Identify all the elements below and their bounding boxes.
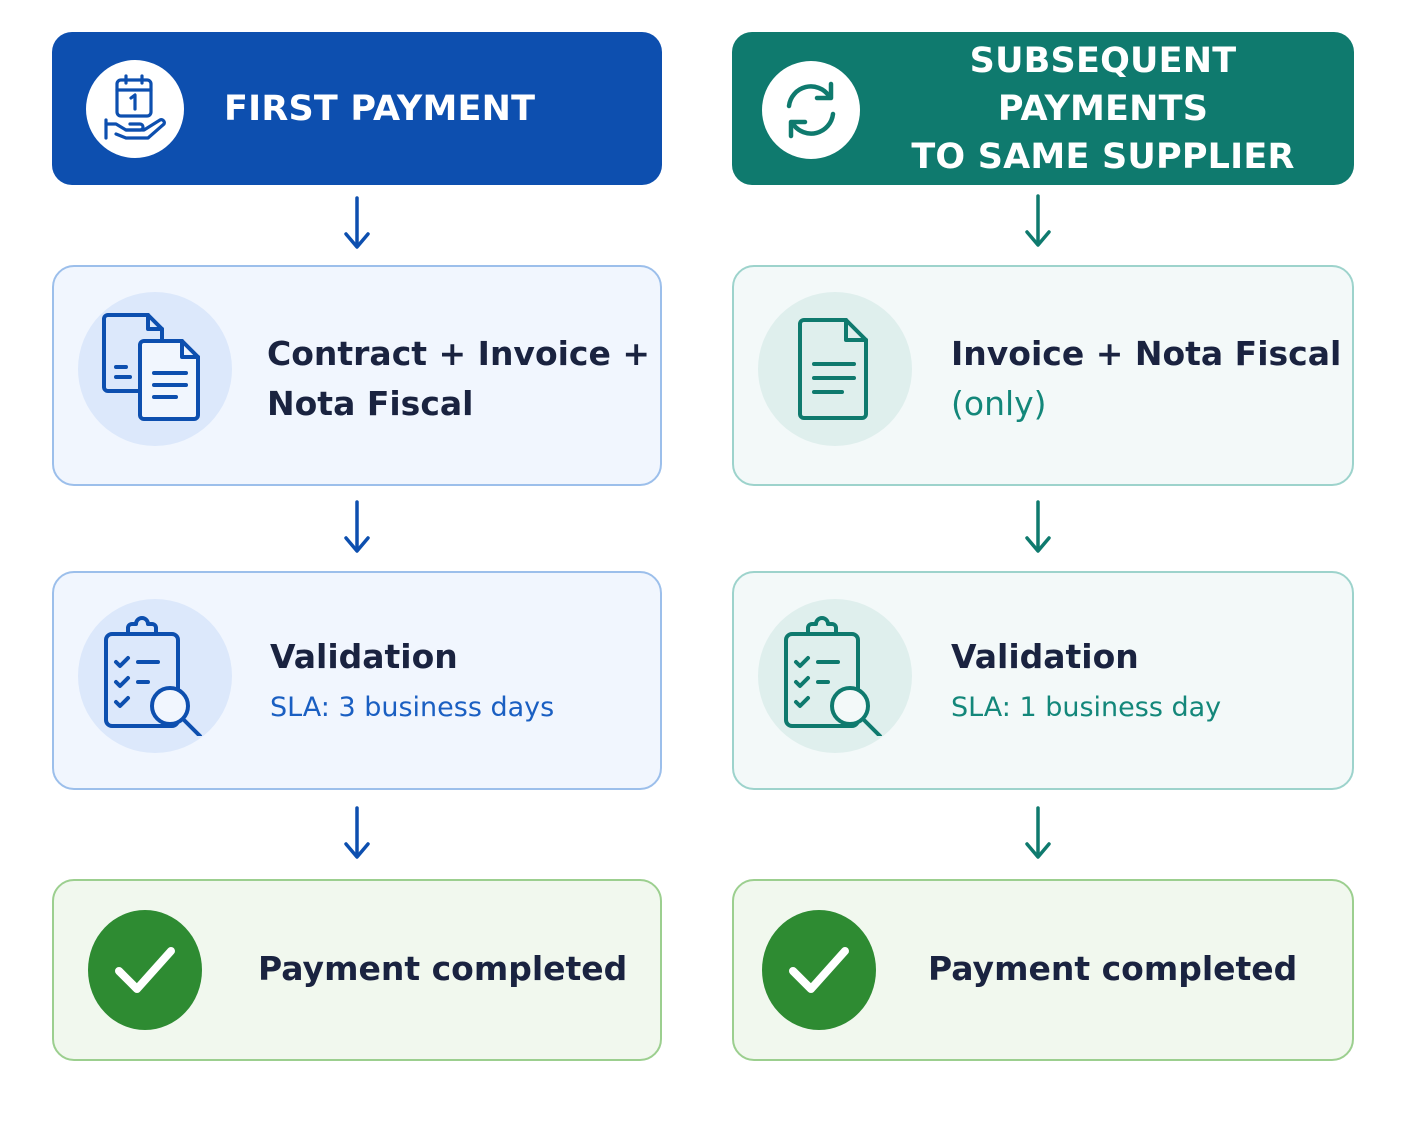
documents-line-1: Invoice + Nota Fiscal <box>951 334 1342 373</box>
validation-sla: SLA: 1 business day <box>951 692 1222 723</box>
arrow-down-icon <box>1025 500 1051 553</box>
validation-sla: SLA: 3 business days <box>270 692 555 723</box>
first-payment-column: FIRST PAYMENT Contract + Invoice + Nota … <box>52 0 662 1122</box>
check-icon <box>88 910 202 1030</box>
payment-completed-label: Payment completed <box>258 949 628 988</box>
required-documents-step: Invoice + Nota Fiscal (only) <box>732 265 1354 486</box>
clipboard-search-icon <box>758 599 912 753</box>
payment-completed-step: Payment completed <box>52 879 662 1061</box>
validation-step: Validation SLA: 1 business day <box>732 571 1354 790</box>
documents-label: Contract + Invoice + Nota Fiscal <box>267 329 650 429</box>
refresh-icon <box>762 61 860 159</box>
subsequent-payments-column: SUBSEQUENT PAYMENTS TO SAME SUPPLIER Inv… <box>732 0 1354 1122</box>
calendar-hand-icon <box>86 60 184 158</box>
validation-label: Validation SLA: 1 business day <box>951 637 1221 723</box>
required-documents-step: Contract + Invoice + Nota Fiscal <box>52 265 662 486</box>
documents-label: Invoice + Nota Fiscal (only) <box>951 329 1341 429</box>
arrow-down-icon <box>344 806 370 859</box>
first-payment-title: FIRST PAYMENT <box>224 88 536 129</box>
validation-title: Validation <box>270 637 458 676</box>
subsequent-title-line-1: SUBSEQUENT PAYMENTS <box>969 40 1237 129</box>
subsequent-payments-title: SUBSEQUENT PAYMENTS TO SAME SUPPLIER <box>872 32 1334 185</box>
arrow-down-icon <box>1025 194 1051 247</box>
check-icon <box>762 910 876 1030</box>
subsequent-payments-header: SUBSEQUENT PAYMENTS TO SAME SUPPLIER <box>732 32 1354 185</box>
validation-title: Validation <box>951 637 1139 676</box>
payment-completed-step: Payment completed <box>732 879 1354 1061</box>
documents-line-1: Contract + Invoice + <box>267 334 651 373</box>
payment-completed-label: Payment completed <box>928 949 1298 988</box>
arrow-down-icon <box>344 196 370 249</box>
document-icon <box>758 292 912 446</box>
documents-icon <box>78 292 232 446</box>
first-payment-header: FIRST PAYMENT <box>52 32 662 185</box>
arrow-down-icon <box>344 500 370 553</box>
clipboard-search-icon <box>78 599 232 753</box>
arrow-down-icon <box>1025 806 1051 859</box>
documents-line-2: Nota Fiscal <box>267 384 474 423</box>
documents-line-2: (only) <box>951 384 1047 423</box>
subsequent-title-line-2: TO SAME SUPPLIER <box>911 136 1295 177</box>
validation-step: Validation SLA: 3 business days <box>52 571 662 790</box>
validation-label: Validation SLA: 3 business days <box>270 637 554 723</box>
